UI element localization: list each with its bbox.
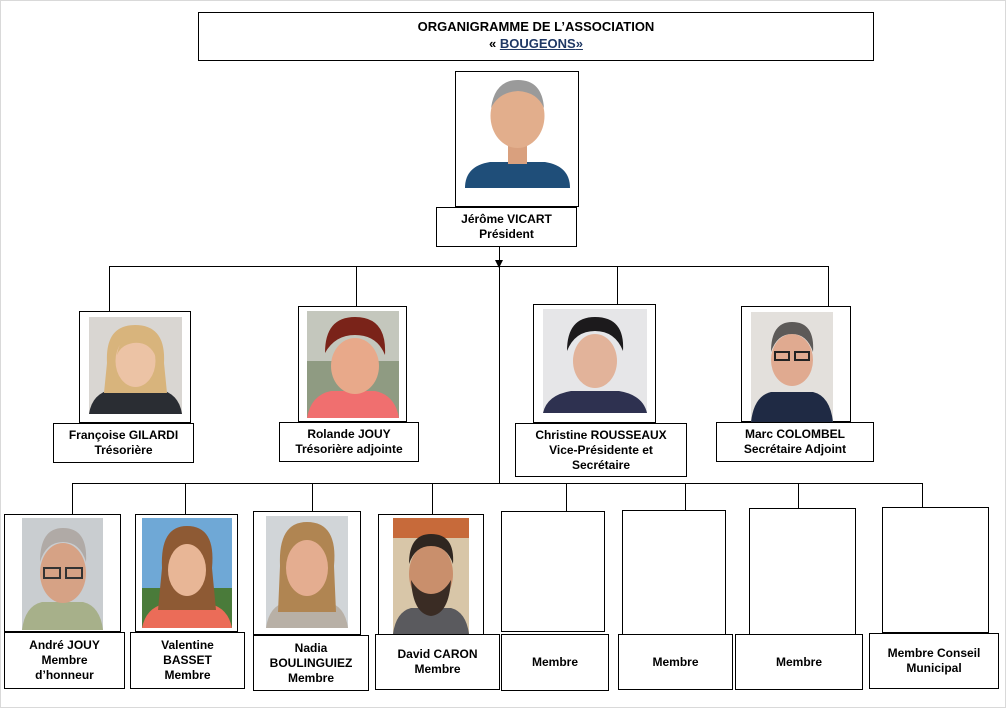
member-4-line-1: David CARON: [397, 647, 478, 661]
member-2-line-3: Membre: [164, 668, 211, 682]
chart-title: ORGANIGRAMME DE L’ASSOCIATION « BOUGEONS…: [198, 12, 874, 61]
member-1-line-1: André JOUY: [29, 638, 100, 652]
bureau-2-name: Rolande JOUY: [307, 427, 391, 441]
bureau-3-label: Christine ROUSSEAUX Vice-Présidente et S…: [515, 423, 687, 477]
arrow-head: [495, 260, 503, 268]
member-2-label: Valentine BASSET Membre: [130, 632, 245, 689]
member-4-line-2: Membre: [414, 662, 461, 676]
member-3-line-1: Nadia: [294, 640, 328, 655]
member-6-line-1: Membre: [652, 654, 699, 669]
bureau-3-role: Vice-Présidente et: [549, 442, 653, 457]
member-2-photo: [142, 518, 232, 628]
member-drop-4: [432, 483, 433, 514]
member-8-line-1: Membre Conseil: [887, 646, 981, 660]
member-3-line-3: Membre: [287, 670, 334, 685]
bureau-1-role: Trésorière: [94, 443, 153, 457]
bureau-3-photo: [543, 309, 647, 413]
member-4-photo: [393, 518, 469, 634]
member-4-label: David CARON Membre: [375, 634, 500, 690]
member-drop-1: [72, 483, 73, 514]
member-drop-8: [922, 483, 923, 507]
member-1-line-3: d’honneur: [35, 668, 94, 682]
member-drop-5: [566, 483, 567, 511]
member-8-line-2: Municipal: [906, 661, 962, 675]
member-5-photo-frame: [501, 511, 605, 632]
member-3-line-2: BOULINGUIEZ: [269, 655, 353, 670]
bureau-1-photo: [89, 317, 182, 414]
bureau-2-role: Trésorière adjointe: [295, 442, 403, 456]
bureau-bar: [109, 266, 829, 267]
member-drop-7: [798, 483, 799, 508]
bureau-drop-2: [356, 266, 357, 306]
member-7-photo-frame: [749, 508, 856, 635]
member-5-label: Membre: [501, 634, 609, 691]
bureau-4-photo: [751, 312, 833, 422]
member-1-photo: [22, 518, 103, 630]
bureau-4-role: Secrétaire Adjoint: [743, 442, 847, 456]
bureau-drop-4: [828, 266, 829, 306]
bureau-4-name: Marc COLOMBEL: [744, 427, 845, 441]
bureau-1-name: Françoise GILARDI: [68, 428, 179, 442]
member-2-line-1: Valentine: [161, 638, 214, 652]
title-open-quote: «: [489, 36, 500, 51]
member-8-photo-frame: [882, 507, 989, 633]
member-6-label: Membre: [618, 634, 733, 690]
member-3-label: Nadia BOULINGUIEZ Membre: [253, 635, 369, 691]
title-line-2: « BOUGEONS»: [199, 35, 873, 52]
member-drop-6: [685, 483, 686, 510]
bureau-drop-3: [617, 266, 618, 304]
bureau-3-role-2: Secrétaire: [571, 457, 631, 472]
bureau-2-photo: [307, 311, 399, 418]
member-6-photo-frame: [622, 510, 726, 635]
member-2-line-2: BASSET: [163, 653, 212, 667]
member-3-photo: [266, 516, 348, 628]
association-name: BOUGEONS: [499, 36, 576, 51]
title-line-1: ORGANIGRAMME DE L’ASSOCIATION: [417, 19, 655, 34]
president-name: Jérôme VICART: [461, 212, 552, 226]
bureau-drop-1: [109, 266, 110, 311]
bureau-4-label: Marc COLOMBEL Secrétaire Adjoint: [716, 422, 874, 462]
president-label: Jérôme VICART Président: [436, 207, 577, 247]
member-7-line-1: Membre: [775, 654, 822, 669]
members-bar: [72, 483, 923, 484]
bureau-3-name: Christine ROUSSEAUX: [535, 427, 667, 442]
member-8-label: Membre Conseil Municipal: [869, 633, 999, 689]
member-7-label: Membre: [735, 634, 863, 690]
bureau-2-label: Rolande JOUY Trésorière adjointe: [279, 422, 419, 462]
member-1-line-2: Membre: [41, 653, 88, 667]
member-1-label: André JOUY Membre d’honneur: [4, 632, 125, 689]
bureau-1-label: Françoise GILARDI Trésorière: [53, 423, 194, 463]
member-5-line-1: Membre: [531, 655, 578, 669]
title-close-quote: »: [575, 36, 583, 51]
member-drop-3: [312, 483, 313, 511]
president-role: Président: [479, 227, 534, 241]
president-trunk: [499, 246, 500, 484]
president-photo: [465, 76, 570, 188]
member-drop-2: [185, 483, 186, 514]
